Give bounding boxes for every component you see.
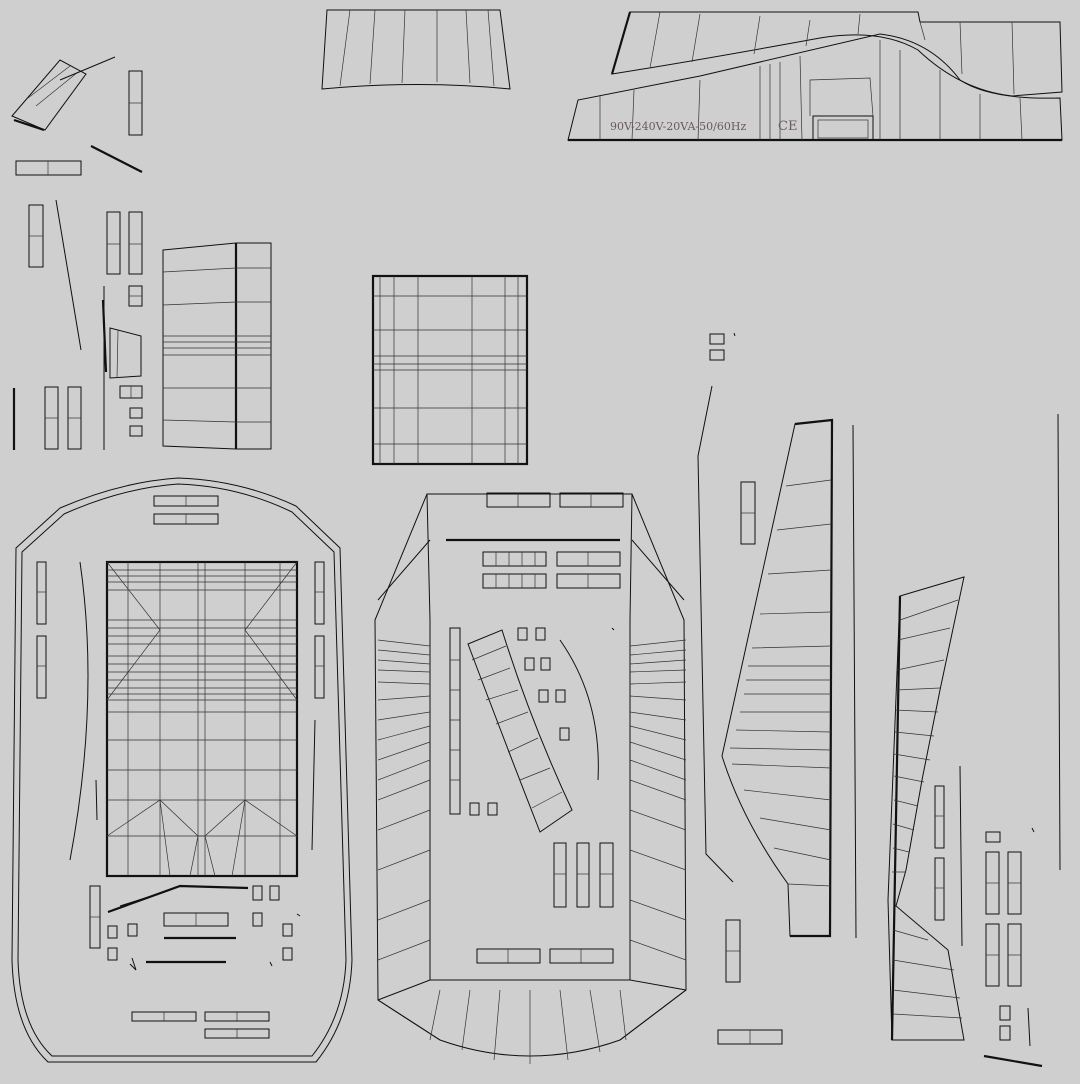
uv-island-side-box <box>162 242 272 450</box>
ce-mark-label: CE <box>778 119 797 134</box>
power-spec-label: 90V-240V-20VA-50/60Hz <box>610 120 746 133</box>
uv-island-center-grid <box>371 274 529 466</box>
uv-island-far-right-pieces <box>717 765 1043 1068</box>
uv-island-side-panel-a <box>721 418 857 939</box>
uv-island-back-panel <box>374 492 687 1064</box>
uv-island-right-small <box>697 332 756 883</box>
uv-island-left-pieces <box>12 199 143 450</box>
uv-island-small-strips <box>15 70 143 176</box>
uv-island-housing-back: 90V-240V-20VA-50/60Hz CE <box>567 11 1063 142</box>
uv-island-side-panel-b <box>887 413 1061 1041</box>
uv-island-top-trapezoid <box>321 9 511 90</box>
uv-island-front-panel <box>11 477 353 1063</box>
uv-island-small-tab <box>11 56 116 132</box>
